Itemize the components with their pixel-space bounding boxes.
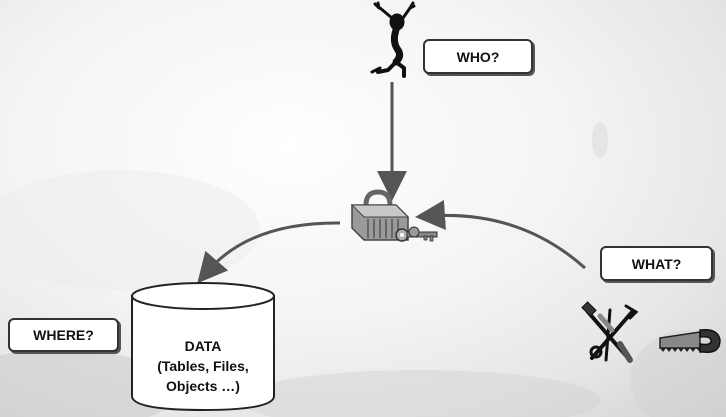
data-store-line-2: (Tables, Files,: [157, 358, 249, 374]
where-label: WHERE?: [8, 318, 119, 352]
what-label: WHAT?: [600, 246, 713, 281]
key-icon: [395, 226, 438, 242]
what-to-lock-arrow: [415, 200, 586, 270]
data-store-line-3: Objects …): [166, 378, 240, 394]
data-store-label: DATA (Tables, Files, Objects …): [134, 336, 272, 396]
data-store-line-1: DATA: [184, 338, 222, 354]
lock-to-data-arrow: [197, 221, 341, 284]
who-label: WHO?: [423, 39, 533, 74]
